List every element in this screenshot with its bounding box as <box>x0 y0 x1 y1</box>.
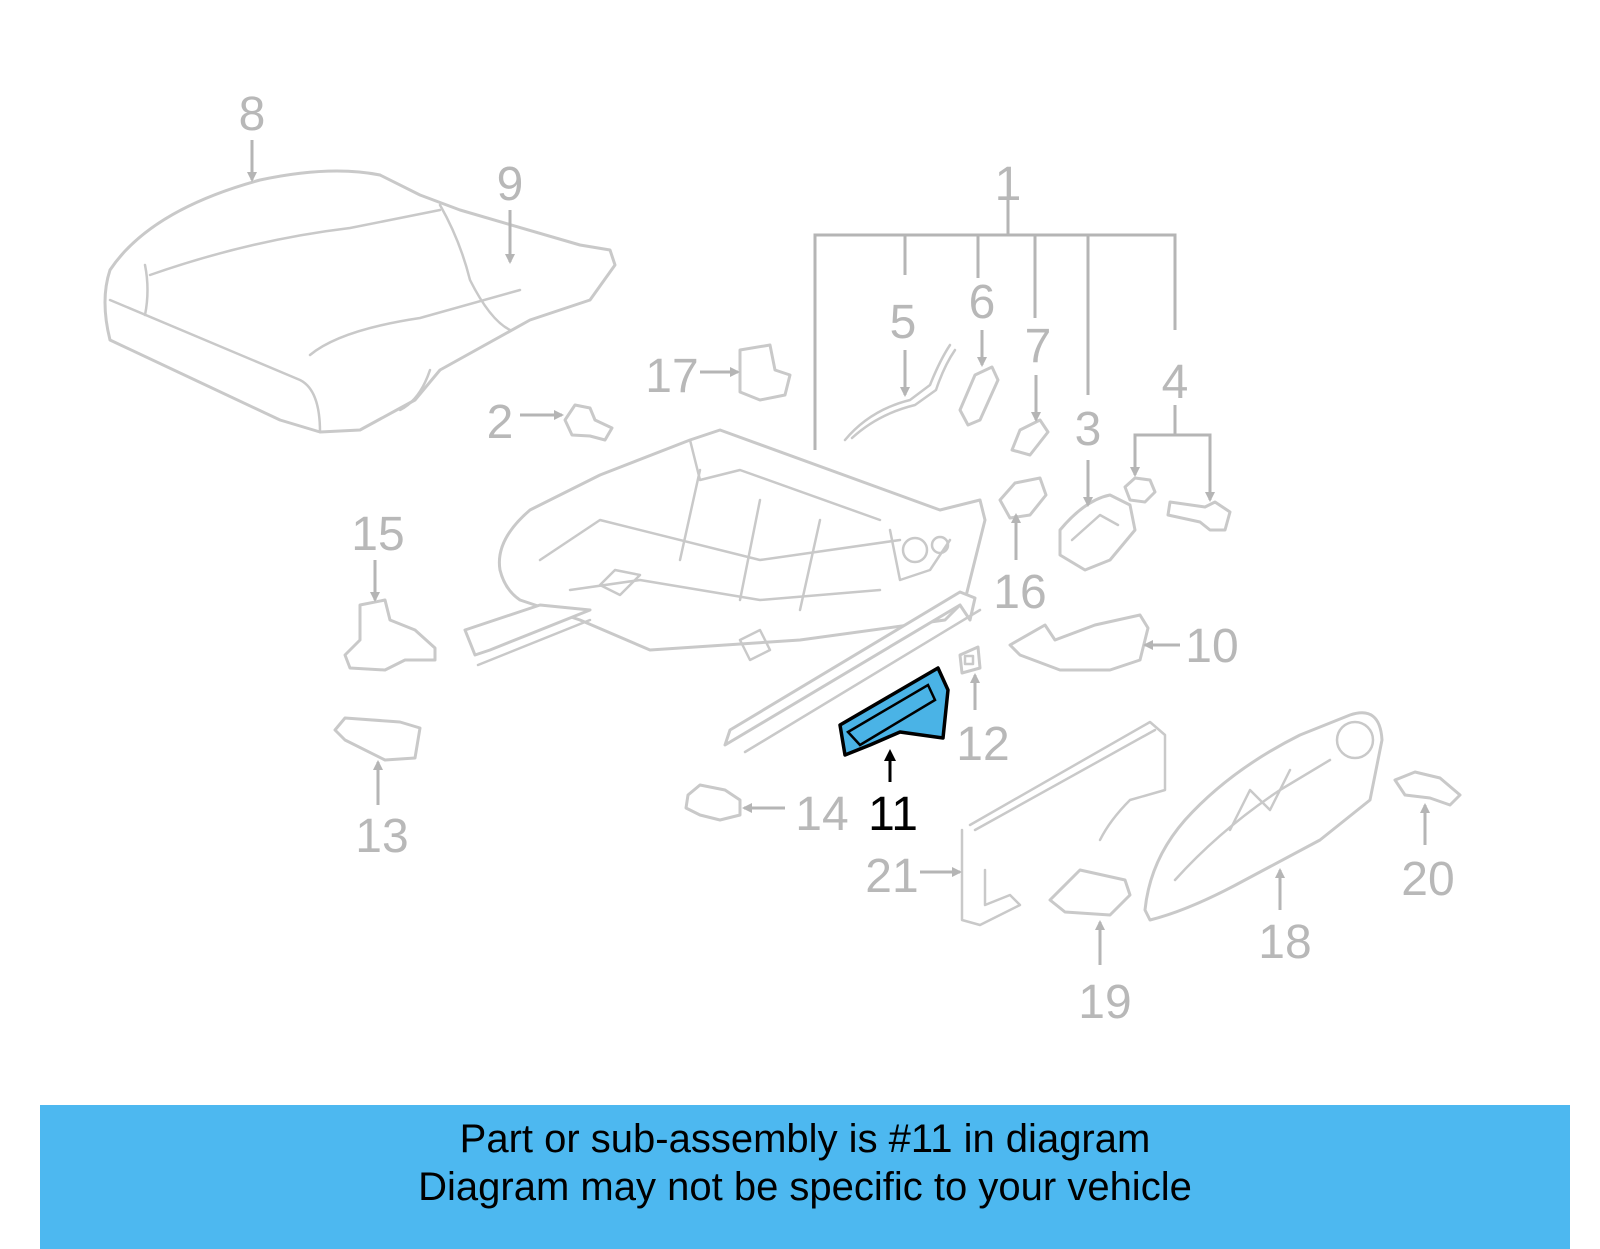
callout-4: 4 <box>1162 356 1189 409</box>
nut-bolt-part-4 <box>1123 476 1232 532</box>
callout-21: 21 <box>865 850 918 903</box>
callout-7: 7 <box>1025 320 1052 373</box>
cover-part-13 <box>333 716 422 762</box>
callout-12: 12 <box>956 718 1009 771</box>
bracket-part-15 <box>343 598 437 672</box>
callout-17: 17 <box>645 350 698 403</box>
clip-part-20 <box>1393 770 1462 807</box>
callout-20: 20 <box>1401 853 1454 906</box>
fastener-part-2 <box>563 403 614 442</box>
callout-3: 3 <box>1075 403 1102 456</box>
callout-2: 2 <box>487 396 514 449</box>
cover-part-3 <box>1058 493 1137 572</box>
info-banner: Part or sub-assembly is #11 in diagram D… <box>40 1105 1570 1249</box>
nut-part-12 <box>958 645 982 675</box>
seat-frame-part-1 <box>497 428 987 652</box>
clip-part-17 <box>738 343 792 402</box>
clip-part-14 <box>684 783 742 822</box>
callout-8: 8 <box>239 88 266 141</box>
bracket-part-10 <box>1008 613 1150 672</box>
callout-6: 6 <box>969 276 996 329</box>
parts-diagram: 8 9 1 5 6 7 4 3 17 2 15 16 10 12 11 13 1… <box>103 88 1462 1029</box>
callout-15: 15 <box>351 508 404 561</box>
callout-14: 14 <box>795 788 848 841</box>
callout-leaders <box>247 140 1430 965</box>
seat-cushion-part <box>103 169 617 434</box>
callout-16: 16 <box>993 566 1046 619</box>
clip-part-19 <box>1048 868 1132 917</box>
shield-cover-part-18 <box>1143 711 1384 922</box>
callout-10: 10 <box>1185 620 1238 673</box>
callout-11-selected: 11 <box>868 788 918 841</box>
callout-13: 13 <box>355 810 408 863</box>
callout-19: 19 <box>1078 976 1131 1029</box>
clip-part-7 <box>1010 418 1050 457</box>
cable-part-5 <box>843 343 957 442</box>
banner-part-note: Part or sub-assembly is #11 in diagram <box>459 1117 1151 1161</box>
banner-disclaimer: Diagram may not be specific to your vehi… <box>418 1165 1192 1209</box>
bracket-part-16 <box>998 476 1048 520</box>
callout-9: 9 <box>497 158 524 211</box>
callout-18: 18 <box>1258 916 1311 969</box>
callout-labels: 8 9 1 5 6 7 4 3 17 2 15 16 10 12 11 13 1… <box>239 88 1455 1029</box>
highlighted-part-11[interactable] <box>838 666 950 757</box>
callout-5: 5 <box>890 296 917 349</box>
wire-frame-part-21 <box>960 720 1167 927</box>
trim-part-6 <box>958 365 1000 427</box>
seat-rails <box>463 590 982 754</box>
callout-1: 1 <box>995 158 1022 211</box>
